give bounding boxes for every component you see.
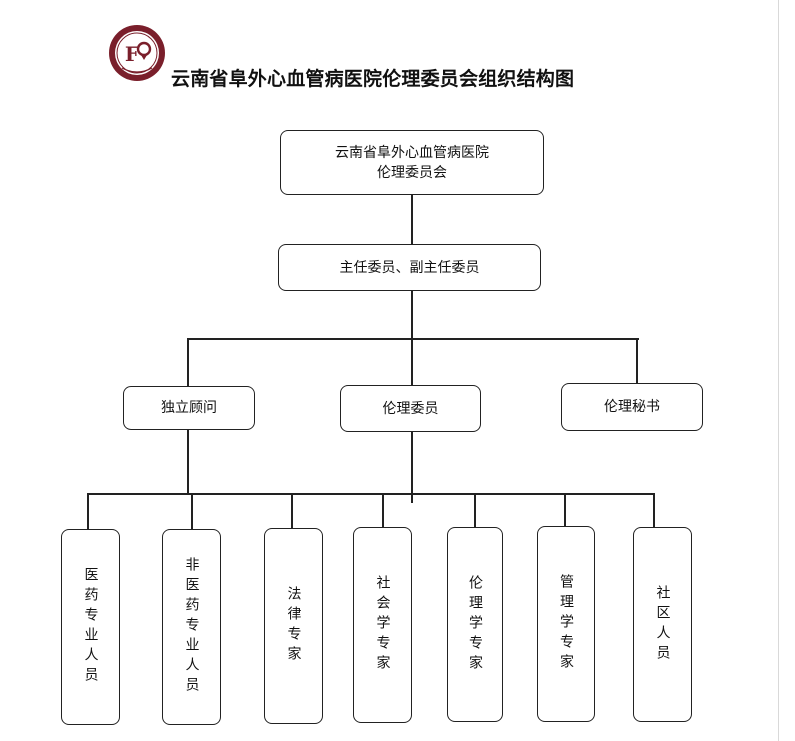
node-independent-consultant: 独立顾问 — [123, 386, 255, 430]
node-member-ethics: 伦理学专家 — [447, 527, 503, 722]
page-title: 云南省阜外心血管病医院伦理委员会组织结构图 — [171, 68, 575, 90]
node-member-law: 法律专家 — [264, 528, 323, 724]
node-ethics-committee-label: 云南省阜外心血管病医院 伦理委员会 — [335, 144, 489, 181]
page-edge-rule — [778, 0, 779, 741]
node-chairs: 主任委员、副主任委员 — [278, 244, 541, 291]
node-member-label: 管理学专家 — [558, 574, 574, 674]
hospital-seal-logo-icon: F — [109, 25, 165, 81]
node-ethics-member: 伦理委员 — [340, 385, 481, 432]
node-member-label: 社会学专家 — [374, 575, 391, 675]
svg-text:F: F — [125, 42, 139, 66]
node-member-community: 社区人员 — [633, 527, 692, 722]
node-ethics-member-label: 伦理委员 — [382, 400, 439, 417]
node-member-non-medical: 非医药专业人员 — [162, 529, 221, 725]
node-member-label: 社区人员 — [654, 584, 671, 665]
node-member-label: 非医药专业人员 — [183, 557, 200, 697]
node-member-sociology: 社会学专家 — [353, 527, 412, 723]
node-ethics-committee: 云南省阜外心血管病医院 伦理委员会 — [280, 130, 544, 195]
node-member-management: 管理学专家 — [537, 526, 595, 722]
node-independent-consultant-label: 独立顾问 — [161, 400, 217, 416]
node-chairs-label: 主任委员、副主任委员 — [339, 259, 480, 276]
node-member-label: 医药专业人员 — [82, 567, 99, 687]
node-member-label: 法律专家 — [285, 586, 302, 666]
node-ethics-secretary-label: 伦理秘书 — [604, 399, 660, 415]
node-member-label: 伦理学专家 — [467, 574, 483, 675]
node-member-medical: 医药专业人员 — [61, 529, 120, 725]
node-ethics-secretary: 伦理秘书 — [561, 383, 703, 431]
